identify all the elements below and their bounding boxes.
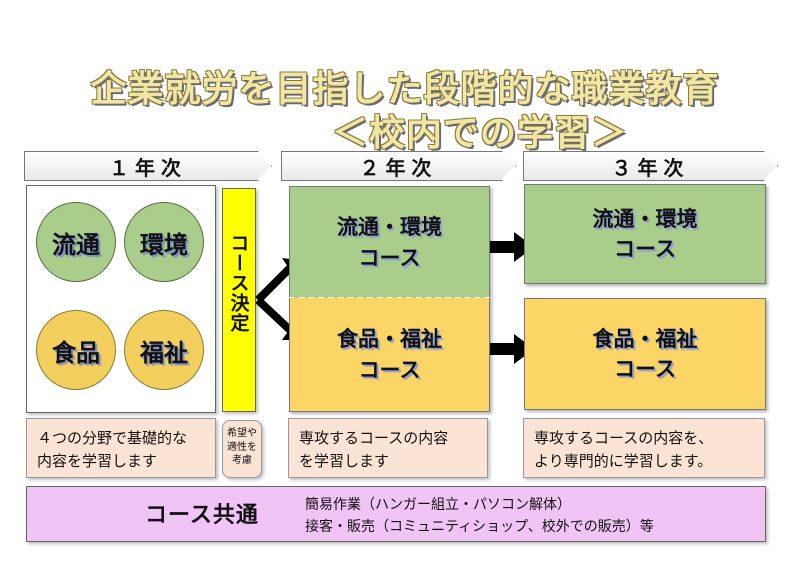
area-circle-fukushi: 福祉 <box>124 310 204 390</box>
year3-course2-line1: 食品・福祉 <box>592 326 698 351</box>
year2-course-shokuhin-fukushi: 食品・福祉コース <box>289 298 490 412</box>
course-decision-note: 希望や 適性を 考慮 <box>222 420 262 478</box>
year2-label: ２年次 <box>359 155 438 180</box>
title-line2: ＜校内での学習＞ <box>331 113 628 154</box>
year3-course-shokuhin-fukushi: 食品・福祉コース <box>524 298 766 410</box>
year3-course1-line1: 流通・環境 <box>592 206 698 231</box>
title-line1: 企業就労を目指した段階的な職業教育 <box>90 69 720 110</box>
course-decision-bar: コース決定 <box>222 188 256 412</box>
year2-note: 専攻するコースの内容を学習します <box>288 418 488 478</box>
area-circle-shokuhin: 食品 <box>36 310 116 390</box>
year3-course1-line2: コース <box>614 237 676 261</box>
year2-course2-line1: 食品・福祉 <box>337 327 442 352</box>
common-course-label: コース共通 <box>145 503 259 528</box>
year2-course1-line1: 流通・環境 <box>337 215 442 240</box>
course-decision-label: コース決定 <box>227 233 250 333</box>
year1-header: １年次 <box>24 151 272 181</box>
common-line2: 接客・販売（コミュニティショップ、校外での販売）等 <box>305 519 654 535</box>
year1-label: １年次 <box>109 155 187 180</box>
year2-course-ryutsu-kankyo: 流通・環境コース <box>289 186 490 298</box>
year3-header: ３年次 <box>523 151 778 181</box>
year2-course2-line2: コース <box>358 357 421 382</box>
year3-label: ３年次 <box>611 155 690 180</box>
year1-note: ４つの分野で基礎的な内容を学習します <box>26 418 216 478</box>
year3-course2-line2: コース <box>614 357 676 381</box>
year3-course-ryutsu-kankyo: 流通・環境コース <box>524 184 766 284</box>
common-course-box <box>26 486 766 542</box>
area-circle-ryutsu: 流通 <box>36 202 116 282</box>
year3-note: 専攻するコースの内容を、より専門的に学習します。 <box>523 418 765 478</box>
year2-course1-line2: コース <box>358 245 421 270</box>
area-circle-kankyo: 環境 <box>124 202 204 282</box>
year2-header: ２年次 <box>281 151 516 181</box>
common-line1: 簡易作業（ハンガー組立・パソコン解体） <box>305 497 571 513</box>
